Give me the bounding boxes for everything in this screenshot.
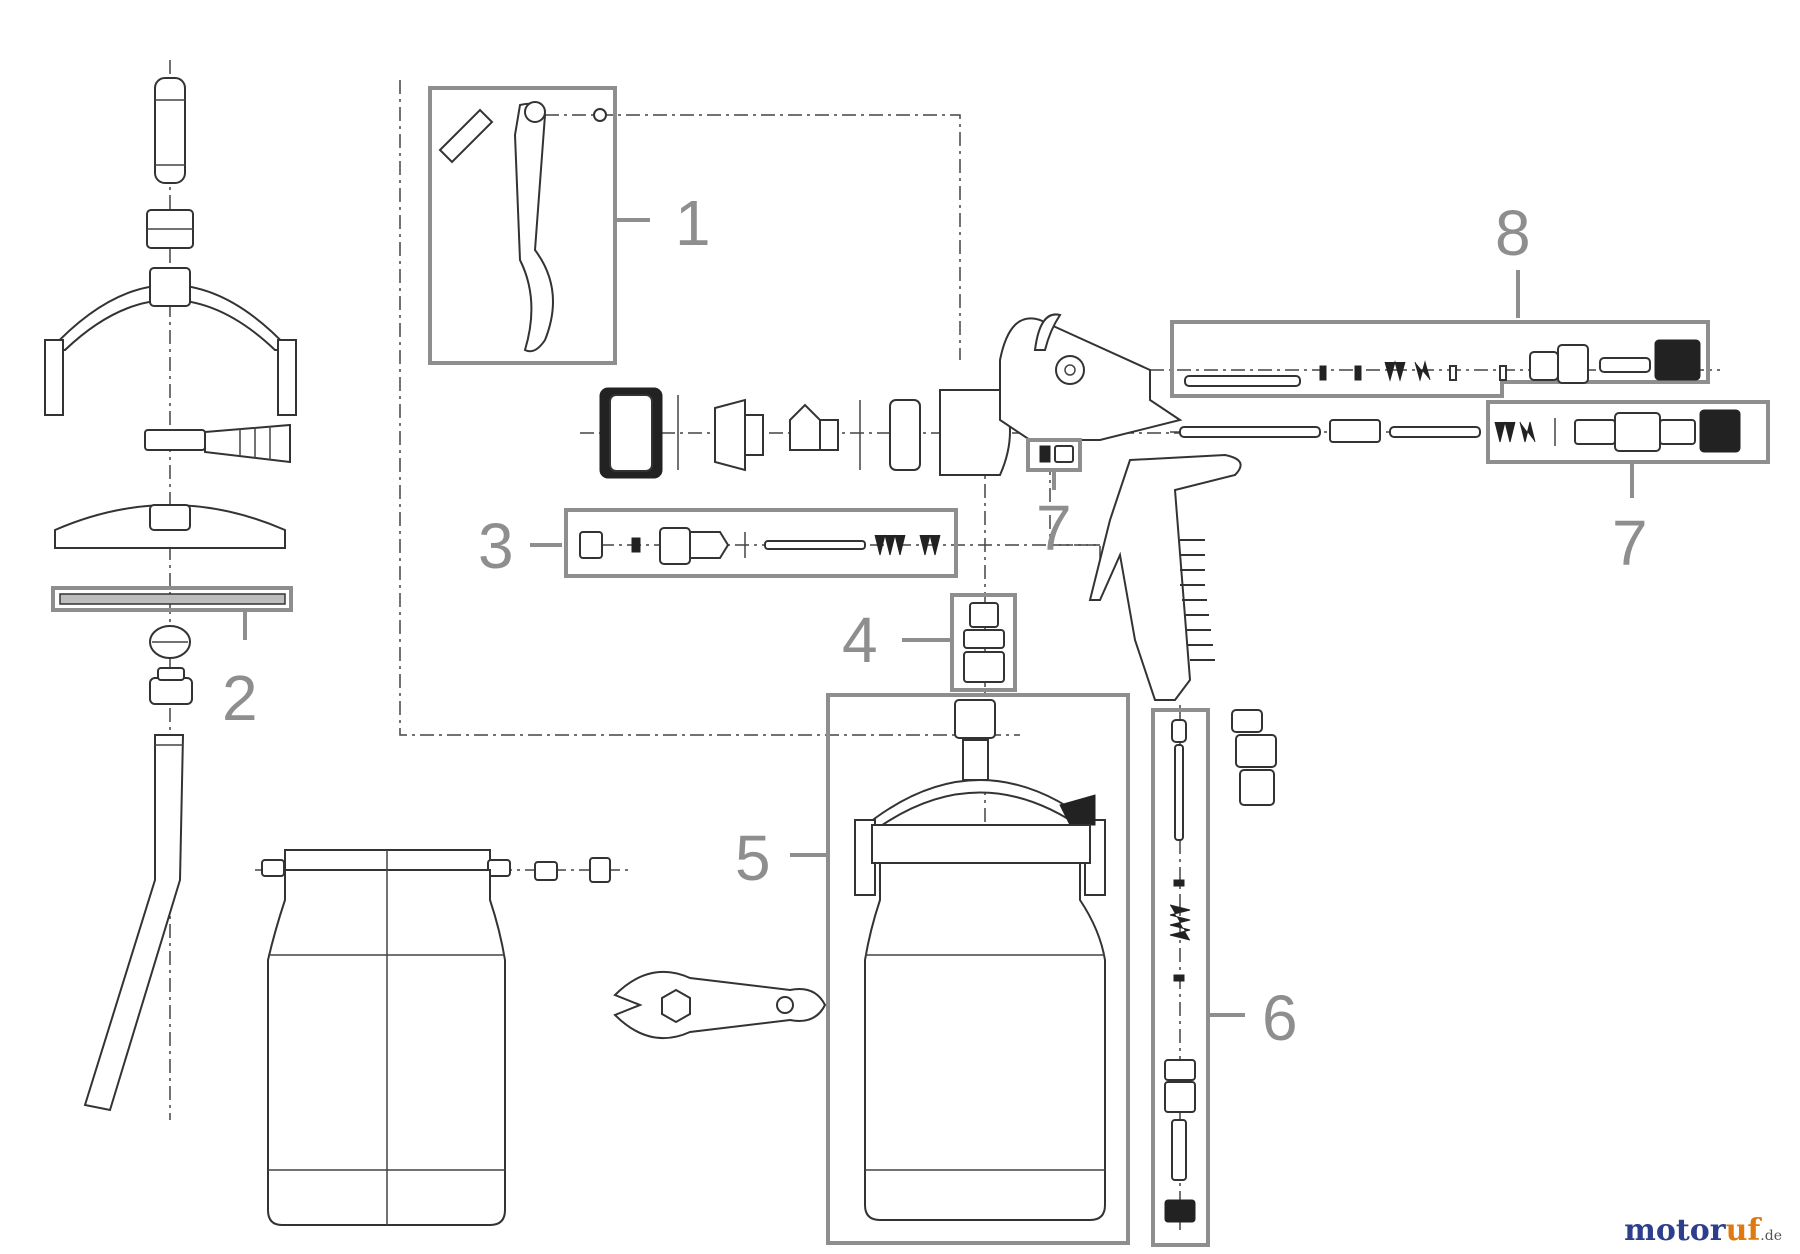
lid-assembly-parts (44, 77, 297, 1112)
callout-group-4: 4 (842, 593, 1017, 692)
watermark-tld: .de (1760, 1228, 1782, 1244)
grip-ridges (1180, 539, 1215, 661)
highlight-box-6 (1151, 708, 1210, 1247)
paint-cup-open (261, 849, 611, 1226)
trigger-pin (438, 108, 494, 164)
spanner-wrench (613, 970, 827, 1040)
highlight-box-2 (51, 586, 293, 612)
callout-group-1: 1 (428, 86, 711, 365)
callout-number-7-right: 7 (1612, 507, 1648, 579)
highlight-box-8 (1170, 320, 1710, 398)
callout-group-3: 3 (478, 508, 958, 582)
callout-group-7-small: 7 (1026, 438, 1082, 564)
highlight-box-3 (564, 508, 958, 578)
highlight-box-7-right (1486, 400, 1770, 464)
callout-number-5: 5 (735, 822, 771, 894)
highlight-box-1 (428, 86, 617, 365)
callout-number-3: 3 (478, 510, 514, 582)
callout-number-7-small: 7 (1036, 492, 1072, 564)
spray-gun-body (999, 313, 1277, 806)
callout-group-6: 6 (1151, 708, 1298, 1247)
watermark-main: motor (1624, 1213, 1726, 1248)
callout-number-2: 2 (222, 662, 258, 734)
gun-handle (1088, 453, 1242, 701)
callout-group-8: 8 (1170, 197, 1710, 398)
callout-number-1: 1 (675, 187, 711, 259)
callout-group-2: 2 (51, 586, 293, 734)
highlight-box-4 (950, 593, 1017, 692)
highlight-box-5 (826, 693, 1130, 1245)
callout-number-4: 4 (842, 604, 878, 676)
trigger-lever (513, 102, 554, 353)
callout-number-8: 8 (1495, 197, 1531, 269)
highlight-box-7-small (1026, 438, 1082, 472)
watermark-logo: motoruf.de (1624, 1213, 1782, 1248)
callout-group-5: 5 (735, 693, 1130, 1245)
watermark-accent: uf (1725, 1213, 1761, 1248)
nozzle-parts-row (599, 387, 1011, 479)
callout-group-7-right: 7 (1179, 400, 1770, 579)
callout-number-6: 6 (1262, 982, 1298, 1054)
